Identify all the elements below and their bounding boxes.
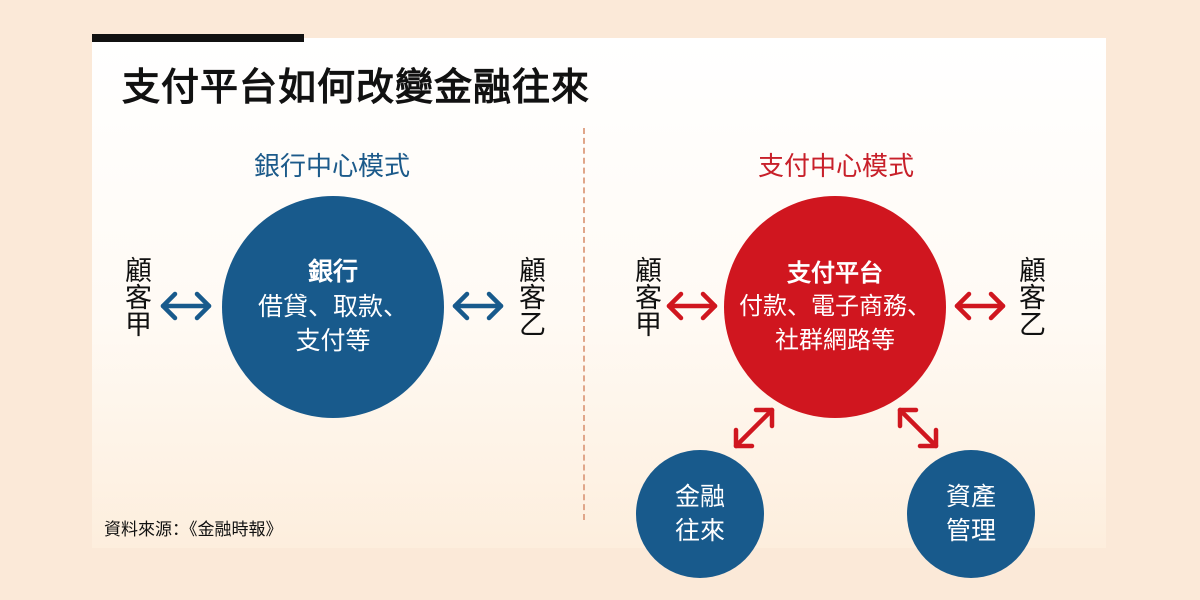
title-accent-bar [92,34,304,42]
asset-node-line-1: 資產 [945,481,996,511]
section-divider [583,128,585,520]
payment-model-customer-a: 顧客甲 [630,256,661,337]
payment-model-title: 支付中心模式 [757,152,914,182]
bank-customer-b-arrow-icon [452,291,504,321]
payment-node-line-2: 社群網路等 [775,325,895,354]
asset-node-line-2: 管理 [945,516,996,545]
bank-model-title: 銀行中心模式 [253,152,410,182]
payment-platform-node: 支付平台 付款、電子商務、 社群網路等 [724,196,946,418]
source-note: 資料來源：《金融時報》 [104,520,283,540]
diagram-title: 支付平台如何改變金融往來 [122,64,591,109]
finance-node: 金融 往來 [636,450,764,578]
bank-model-customer-b: 顧客乙 [514,256,545,337]
asset-node: 資產 管理 [907,450,1035,578]
payment-model-customer-b: 顧客乙 [1014,256,1045,337]
bank-node-heading: 銀行 [307,257,358,287]
payment-finance-arrow-icon [733,407,775,449]
finance-node-line-2: 往來 [674,516,725,545]
payment-customer-b-arrow-icon [954,291,1006,321]
bank-node-line-1: 借貸、取款、 [257,291,408,321]
bank-customer-a-arrow-icon [160,291,212,321]
payment-asset-arrow-icon [897,407,939,449]
bank-model-customer-a: 顧客甲 [120,256,151,337]
finance-node-line-1: 金融 [674,481,725,511]
bank-node-line-2: 支付等 [295,326,371,356]
bank-node: 銀行 借貸、取款、 支付等 [222,196,444,418]
payment-customer-a-arrow-icon [666,291,718,321]
payment-node-heading: 支付平台 [787,259,883,288]
payment-node-line-1: 付款、電子商務、 [739,292,931,321]
